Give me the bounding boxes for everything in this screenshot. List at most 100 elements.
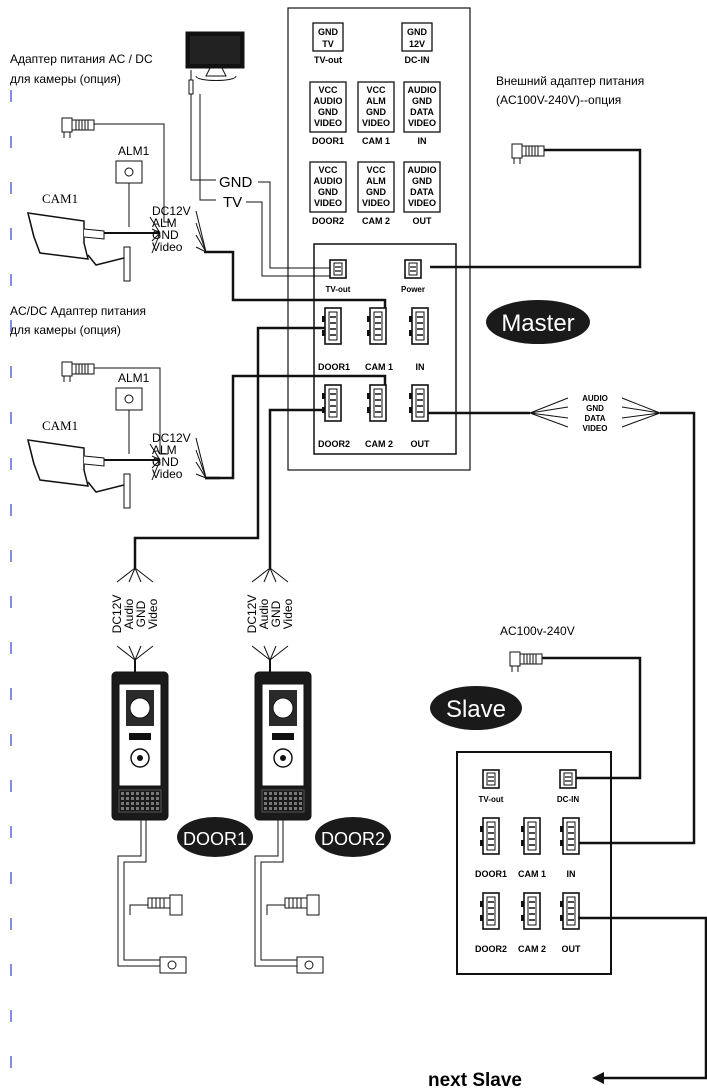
alm-box: [115, 160, 143, 184]
ext-adapter-plug-icon: [430, 143, 642, 269]
bus-fan: [529, 397, 661, 428]
door-speaker-grille: [118, 789, 162, 813]
svg-text:DOOR1: DOOR1: [318, 362, 350, 372]
bus-label-gnd: GND: [586, 404, 604, 413]
tv-monitor-icon: [185, 31, 245, 201]
legend-in-line: VIDEO: [408, 118, 436, 128]
legend-in-line: GND: [412, 96, 433, 106]
door-lens-icon: [129, 697, 151, 719]
legend-door1-caption: DOOR1: [312, 136, 344, 146]
door-lens-icon: [272, 697, 294, 719]
alm-icon: [124, 167, 134, 177]
slave-door2-port: DOOR2: [475, 892, 507, 954]
master-panel: [287, 7, 471, 471]
master-in-port: IN: [408, 307, 429, 372]
cam-adapter-2-label-1: AC/DC Адаптер питания: [10, 304, 146, 318]
legend-cam1-line: VCC: [366, 85, 386, 95]
legend-cam1-caption: CAM 1: [362, 136, 390, 146]
slave-tv-out-port: TV-out: [479, 769, 504, 804]
legend-in-line: AUDIO: [408, 85, 437, 95]
cam2-adapter-plug-icon: [61, 361, 168, 455]
svg-text:OUT: OUT: [411, 439, 431, 449]
alm-label: ALM1: [118, 371, 150, 385]
svg-text:Master: Master: [501, 310, 574, 337]
svg-text:OUT: OUT: [562, 944, 582, 954]
bus-label-video: VIDEO: [583, 424, 608, 433]
svg-text:Power: Power: [401, 285, 425, 294]
legend-cam2-line: VIDEO: [362, 198, 390, 208]
camera-wire-label: GND: [152, 455, 179, 469]
door-wire-label: GND: [134, 600, 148, 627]
legend-door1-line: GND: [318, 107, 339, 117]
svg-text:GND: GND: [407, 27, 428, 37]
camera-wire-label: Video: [152, 467, 183, 481]
door-wire-label: Audio: [257, 598, 271, 629]
door-nameplate: [272, 733, 294, 740]
legend-cam1-line: VIDEO: [362, 118, 390, 128]
master-door1-port: DOOR1: [318, 307, 350, 372]
master-tv-out-port: TV-out: [326, 259, 351, 294]
legend-door2-line: VCC: [318, 165, 338, 175]
slave-in-port: IN: [559, 817, 580, 879]
legend-out-line: DATA: [410, 187, 434, 197]
camera-wire-label: Video: [152, 240, 183, 254]
bell-icon: [137, 755, 143, 761]
svg-text:TV-out: TV-out: [479, 795, 504, 804]
door-station-1: [111, 671, 169, 821]
bus-label-data: DATA: [584, 414, 605, 423]
slave-dc-in-port: DC-IN: [557, 769, 579, 804]
door-wire-label: DC12V: [110, 595, 124, 634]
legend-door2-line: GND: [318, 187, 339, 197]
camera-body-icon: [27, 212, 131, 282]
legend-door1-line: AUDIO: [314, 96, 343, 106]
svg-text:IN: IN: [567, 869, 576, 879]
master-cam2-port: CAM 2: [365, 384, 393, 449]
svg-text:IN: IN: [416, 362, 425, 372]
camera-body-icon: [27, 439, 131, 509]
master-port-box: [313, 243, 457, 455]
svg-text:Slave: Slave: [446, 696, 506, 723]
legend-cam2-line: ALM: [366, 176, 386, 186]
door1-power-adapter-icon: [117, 820, 187, 974]
cam-adapter-1-label-2: для камеры (опция): [10, 72, 121, 86]
master-door2-port: DOOR2: [318, 384, 350, 449]
legend-door2-line: VIDEO: [314, 198, 342, 208]
legend-out-caption: OUT: [413, 216, 433, 226]
svg-text:GND: GND: [318, 27, 339, 37]
slave-door1-port: DOOR1: [475, 817, 507, 879]
camera-wire-label: DC12V: [152, 431, 191, 445]
svg-text:DC-IN: DC-IN: [405, 55, 430, 65]
door-wire-label: Video: [281, 598, 295, 629]
svg-text:DOOR2: DOOR2: [321, 829, 385, 849]
legend-out-line: GND: [412, 176, 433, 186]
svg-text:DOOR2: DOOR2: [318, 439, 350, 449]
legend-cam1-line: ALM: [366, 96, 386, 106]
legend-out-line: VIDEO: [408, 198, 436, 208]
slave-adapter-label: AC100v-240V: [500, 624, 575, 638]
door-wire-label: Audio: [122, 598, 136, 629]
svg-text:DC-IN: DC-IN: [557, 795, 579, 804]
legend-cam2-line: VCC: [366, 165, 386, 175]
door1-badge: DOOR1: [177, 817, 253, 857]
ext-adapter-label-2: (AC100V-240V)--опция: [496, 93, 621, 107]
svg-text:CAM 1: CAM 1: [518, 869, 546, 879]
alm-icon: [124, 394, 134, 404]
slave-cam1-port: CAM 1: [518, 817, 546, 879]
door2-power-adapter-icon: [254, 820, 324, 974]
legend-out-line: AUDIO: [408, 165, 437, 175]
slave-out-port: OUT: [559, 892, 582, 954]
bell-icon: [280, 755, 286, 761]
svg-text:CAM 2: CAM 2: [518, 944, 546, 954]
svg-text:12V: 12V: [409, 39, 425, 49]
tv-gnd-label: GND: [219, 174, 253, 191]
legend-cam2-line: GND: [366, 187, 387, 197]
